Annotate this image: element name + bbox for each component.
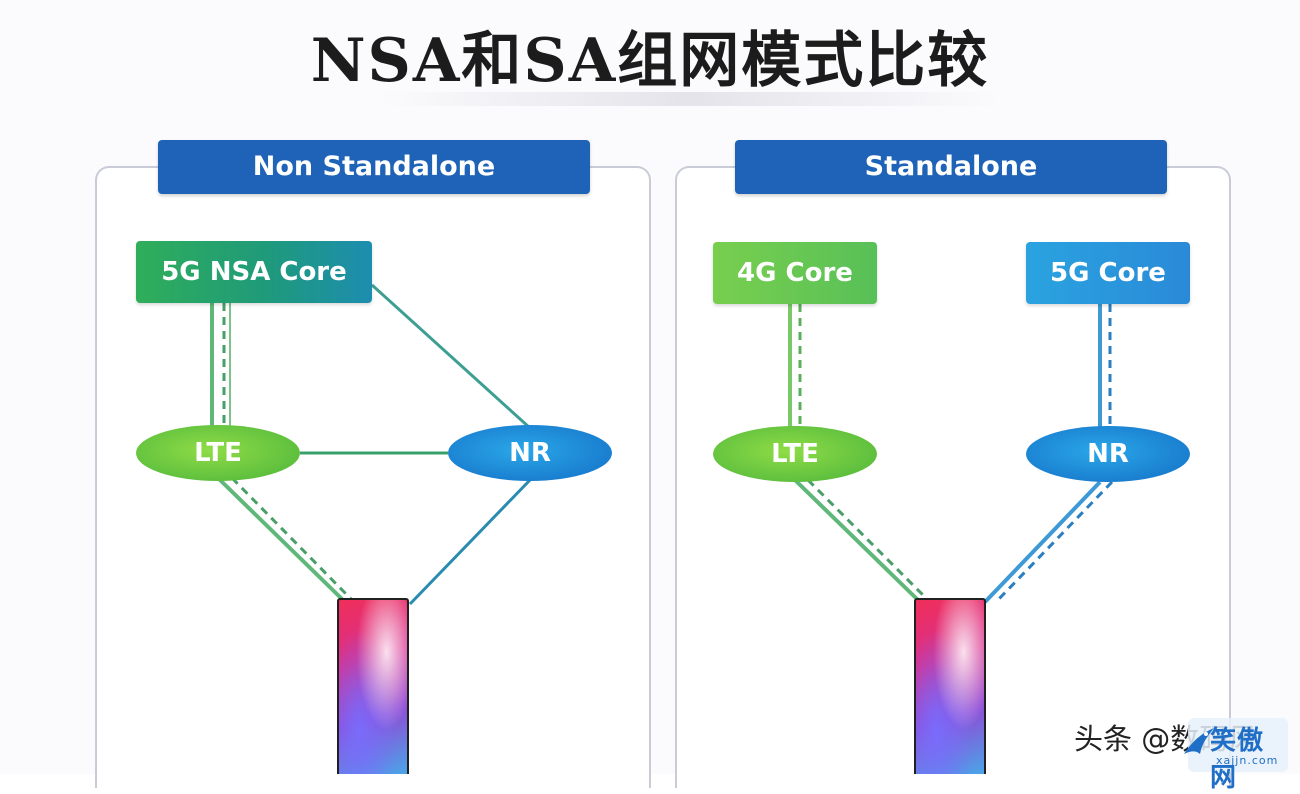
title-shadow — [380, 92, 1000, 106]
nsa-lte-phone-dashed — [230, 476, 354, 602]
non-standalone-header: Non Standalone — [158, 140, 590, 194]
sa-lte-phone-dashed — [806, 478, 932, 604]
sa-phone-device — [914, 598, 986, 774]
site-logo-url: xajjn.com — [1216, 754, 1279, 767]
sa-nr-node: NR — [1026, 426, 1190, 482]
bird-logo-icon — [1184, 728, 1214, 754]
sa-lte-phone-solid — [793, 478, 922, 604]
sa-nr-phone-dashed — [994, 480, 1114, 604]
standalone-header: Standalone — [735, 140, 1167, 194]
nsa-lte-phone-solid — [216, 476, 345, 602]
nsa-nr-phone-line — [408, 478, 532, 606]
nsa-phone-device — [337, 598, 409, 774]
sa-4g-core-box: 4G Core — [713, 242, 877, 304]
sa-nr-phone-solid — [983, 480, 1102, 604]
nsa-core-box: 5G NSA Core — [136, 241, 372, 303]
sa-lte-node: LTE — [713, 426, 877, 482]
site-logo: 笑傲网 xajjn.com — [1184, 718, 1288, 793]
nsa-core-nr-line — [370, 283, 532, 430]
sa-5g-core-box: 5G Core — [1026, 242, 1190, 304]
diagram-title: NSA和SA组网模式比较 — [310, 26, 990, 96]
nsa-nr-node: NR — [448, 425, 612, 481]
connector-lines — [210, 283, 1114, 606]
nsa-lte-node: LTE — [136, 425, 300, 481]
